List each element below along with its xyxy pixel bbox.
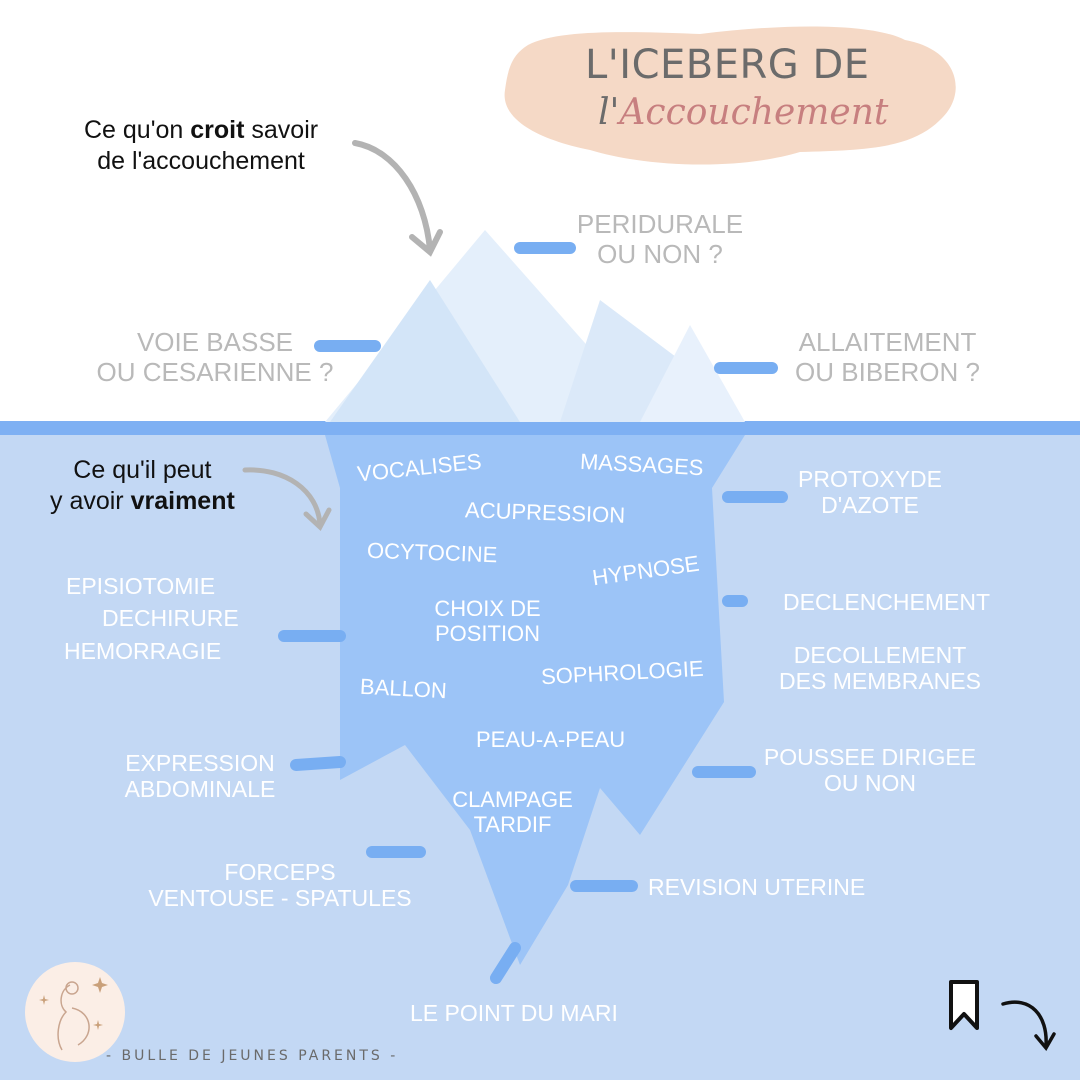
label-voie-basse: VOIE BASSE OU CESARIENNE ? xyxy=(80,327,350,388)
label-episiotomie-line3: HEMORRAGIE xyxy=(64,637,222,664)
label-forceps-line1: FORCEPS xyxy=(224,859,336,885)
label-forceps-line2: VENTOUSE - SPATULES xyxy=(148,885,412,912)
pregnant-woman-logo xyxy=(25,962,125,1062)
label-revision: REVISION UTERINE xyxy=(648,874,866,900)
label-allaitement-line1: ALLAITEMENT xyxy=(798,327,977,357)
iceberg-peak-far-right xyxy=(640,325,745,422)
label-allaitement: ALLAITEMENT OU BIBERON ? xyxy=(775,327,1000,388)
water-line xyxy=(0,421,1080,435)
label-voie-basse-line1: VOIE BASSE xyxy=(136,327,294,357)
iceberg-underwater xyxy=(325,435,745,965)
curved-arrow-down-icon xyxy=(1001,1000,1056,1052)
label-clampage-line2: TARDIF xyxy=(473,812,552,838)
label-expression-line1: EXPRESSION xyxy=(125,750,275,776)
label-episiotomie-line2: DECHIRURE xyxy=(102,605,239,632)
label-forceps: FORCEPS VENTOUSE - SPATULES xyxy=(140,859,420,912)
label-clampage-line1: CLAMPAGE xyxy=(452,787,573,812)
connector-expression xyxy=(290,756,346,771)
bookmark-icon xyxy=(949,980,979,1030)
subtitle-main: Accouchement xyxy=(619,92,889,133)
annotation-bottom-line1: Ce qu'il peut xyxy=(73,456,212,484)
subtitle-prefix: l' xyxy=(598,92,620,133)
label-poussee-line2: OU NON xyxy=(824,770,916,797)
page-subtitle: l'Accouchement xyxy=(598,92,888,133)
label-peridurale-line2: OU NON ? xyxy=(597,238,723,269)
connector-point-du-mari xyxy=(490,942,521,984)
page-title: L'ICEBERG DE xyxy=(585,42,870,88)
label-choix-line2: POSITION xyxy=(434,621,541,647)
iceberg-peak-left xyxy=(330,280,520,422)
curved-arrow-icon xyxy=(352,140,443,257)
annotation-top-line2: de l'accouchement xyxy=(97,147,305,176)
label-protoxyde-line2: D'AZOTE xyxy=(821,492,919,519)
annotation-top-pre: Ce qu'on xyxy=(84,116,191,144)
annotation-bottom: Ce qu'il peut y avoir vraiment xyxy=(50,455,235,518)
label-decollement: DECOLLEMENT DES MEMBRANES xyxy=(770,642,990,695)
label-declenchement: DECLENCHEMENT xyxy=(783,589,991,615)
label-expression-line2: ABDOMINALE xyxy=(124,776,276,803)
label-episiotomie: EPISIOTOMIE DECHIRURE HEMORRAGIE xyxy=(60,573,260,664)
label-voie-basse-line2: OU CESARIENNE ? xyxy=(96,356,334,387)
annotation-top: Ce qu'on croit savoir de l'accouchement xyxy=(84,115,318,178)
label-peridurale: PERIDURALE OU NON ? xyxy=(560,209,760,270)
label-peau-a-peau: PEAU-A-PEAU xyxy=(476,727,626,752)
label-ocytocine: OCYTOCINE xyxy=(366,537,498,568)
annotation-top-post: savoir xyxy=(244,116,319,144)
label-allaitement-line2: OU BIBERON ? xyxy=(795,356,980,387)
label-poussee-line1: POUSSEE DIRIGEE xyxy=(763,744,977,770)
label-protoxyde: PROTOXYDE D'AZOTE xyxy=(785,466,955,519)
label-ballon: BALLON xyxy=(359,673,448,704)
label-episiotomie-line1: EPISIOTOMIE xyxy=(66,573,216,599)
curved-arrow-icon xyxy=(242,467,332,532)
annotation-bottom-bold: vraiment xyxy=(130,487,235,516)
label-decollement-line2: DES MEMBRANES xyxy=(779,668,981,695)
label-clampage: CLAMPAGE TARDIF xyxy=(440,787,585,838)
annotation-top-bold: croit xyxy=(190,116,245,144)
brand-name: - BULLE DE JEUNES PARENTS - xyxy=(106,1048,399,1064)
label-peridurale-line1: PERIDURALE xyxy=(576,209,744,239)
annotation-bottom-pre: y avoir xyxy=(50,487,131,516)
label-poussee: POUSSEE DIRIGEE OU NON xyxy=(760,744,980,797)
label-expression: EXPRESSION ABDOMINALE xyxy=(110,750,290,803)
label-choix-position: CHOIX DE POSITION xyxy=(420,596,555,647)
label-protoxyde-line1: PROTOXYDE xyxy=(798,466,942,492)
label-decollement-line1: DECOLLEMENT xyxy=(793,642,967,668)
label-point-du-mari: LE POINT DU MARI xyxy=(410,1000,618,1026)
label-choix-line1: CHOIX DE xyxy=(434,596,541,621)
title-blob xyxy=(504,26,956,165)
